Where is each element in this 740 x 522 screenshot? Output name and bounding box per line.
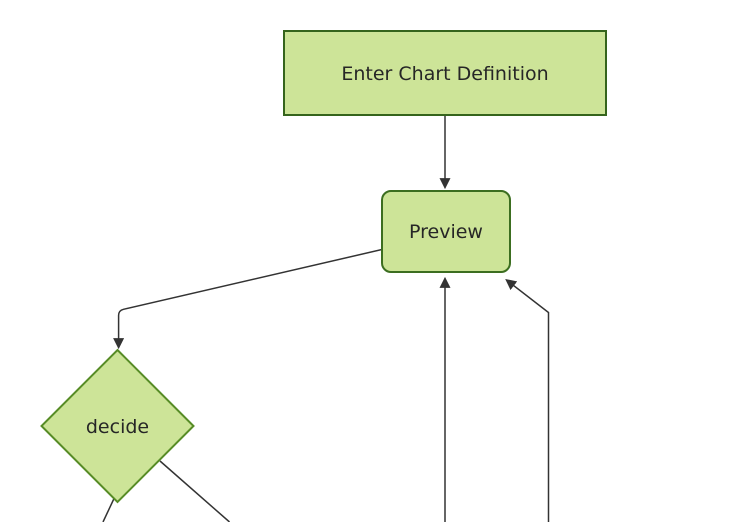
edge-decide-to-offscreen-bottom-left (102, 497, 116, 522)
decide-label: decide (86, 416, 149, 438)
node-enter-chart-definition: Enter Chart Definition (283, 30, 607, 116)
edge-preview-to-decide (113, 248, 383, 350)
enter-chart-definition-label: Enter Chart Definition (341, 63, 548, 85)
edge-offscreen-to-preview-diagonal (505, 278, 550, 522)
edge-decide-to-offscreen-bottom-right (159, 460, 230, 522)
decide-shape (40, 348, 195, 504)
preview-shape (381, 190, 511, 273)
node-decide: decide (40, 348, 195, 504)
node-preview: Preview (381, 190, 511, 273)
enter-chart-definition-shape (283, 30, 607, 116)
preview-label: Preview (409, 221, 483, 243)
